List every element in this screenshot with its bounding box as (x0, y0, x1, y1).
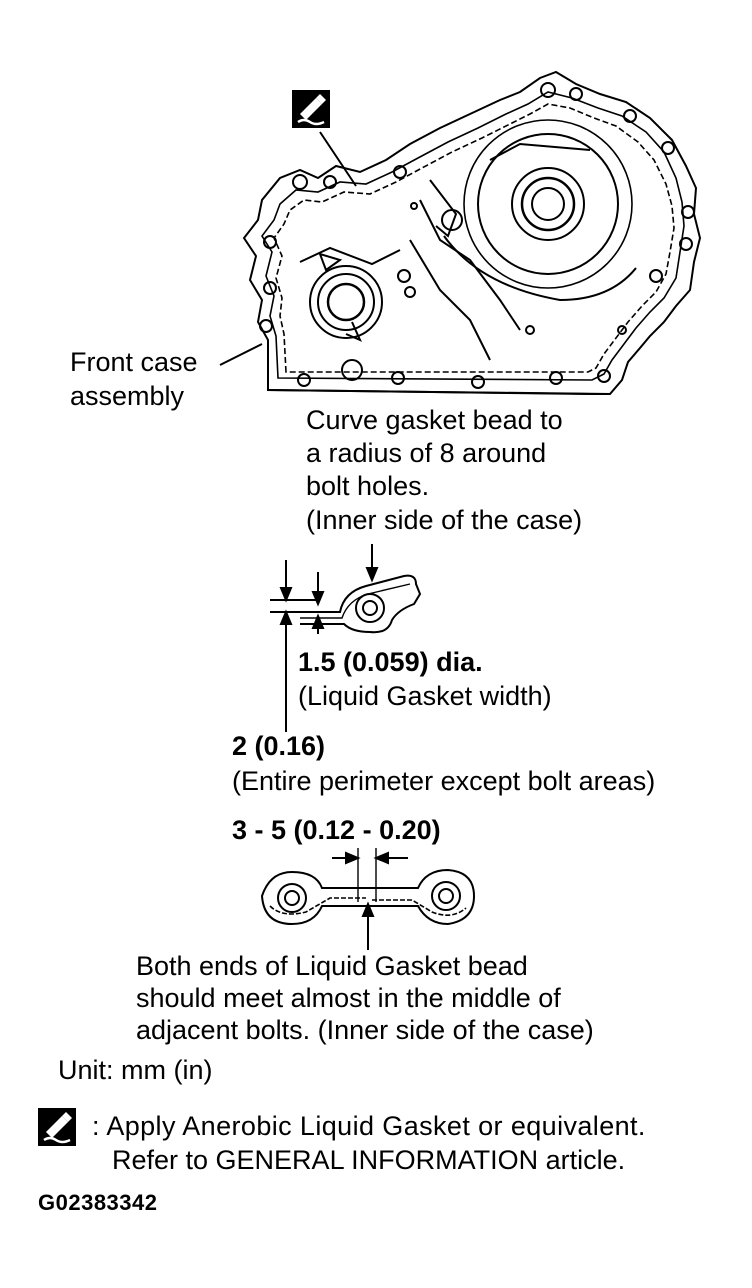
ends-note-line3: adjacent bolts. (Inner side of the case) (136, 1015, 594, 1045)
bead-offset-label: 2 (0.16) (232, 731, 326, 761)
front-case-label-line1: Front case (70, 347, 198, 377)
legend-line2: Refer to GENERAL INFORMATION article. (112, 1145, 626, 1175)
bead-offset-note: (Entire perimeter except bolt areas) (232, 766, 656, 796)
bead-diameter-label: 1.5 (0.059) dia. (298, 647, 483, 677)
front-case-assembly-drawing (242, 70, 702, 395)
curve-note-line4: (Inner side of the case) (306, 505, 583, 535)
figure-id: G02383342 (38, 1190, 158, 1215)
liquid-gasket-tube-icon (292, 90, 330, 128)
unit-label: Unit: mm (in) (58, 1055, 213, 1085)
bead-diameter-note: (Liquid Gasket width) (298, 681, 552, 711)
curve-note-line3: bolt holes. (306, 471, 430, 501)
curve-note-line1: Curve gasket bead to (306, 405, 563, 435)
ends-note-line2: should meet almost in the middle of (136, 983, 561, 1013)
liquid-gasket-tube-icon (38, 1108, 76, 1146)
ends-note-line1: Both ends of Liquid Gasket bead (136, 951, 528, 981)
bead-ends-detail (260, 848, 476, 950)
overlap-label: 3 - 5 (0.12 - 0.20) (232, 815, 441, 845)
curve-note-line2: a radius of 8 around (306, 438, 547, 468)
bead-section-detail (270, 544, 422, 732)
icon-leader (319, 131, 357, 187)
legend-line1: : Apply Anerobic Liquid Gasket or equiva… (92, 1111, 646, 1141)
front-case-leader (219, 343, 263, 366)
front-case-label-line2: assembly (70, 381, 185, 411)
